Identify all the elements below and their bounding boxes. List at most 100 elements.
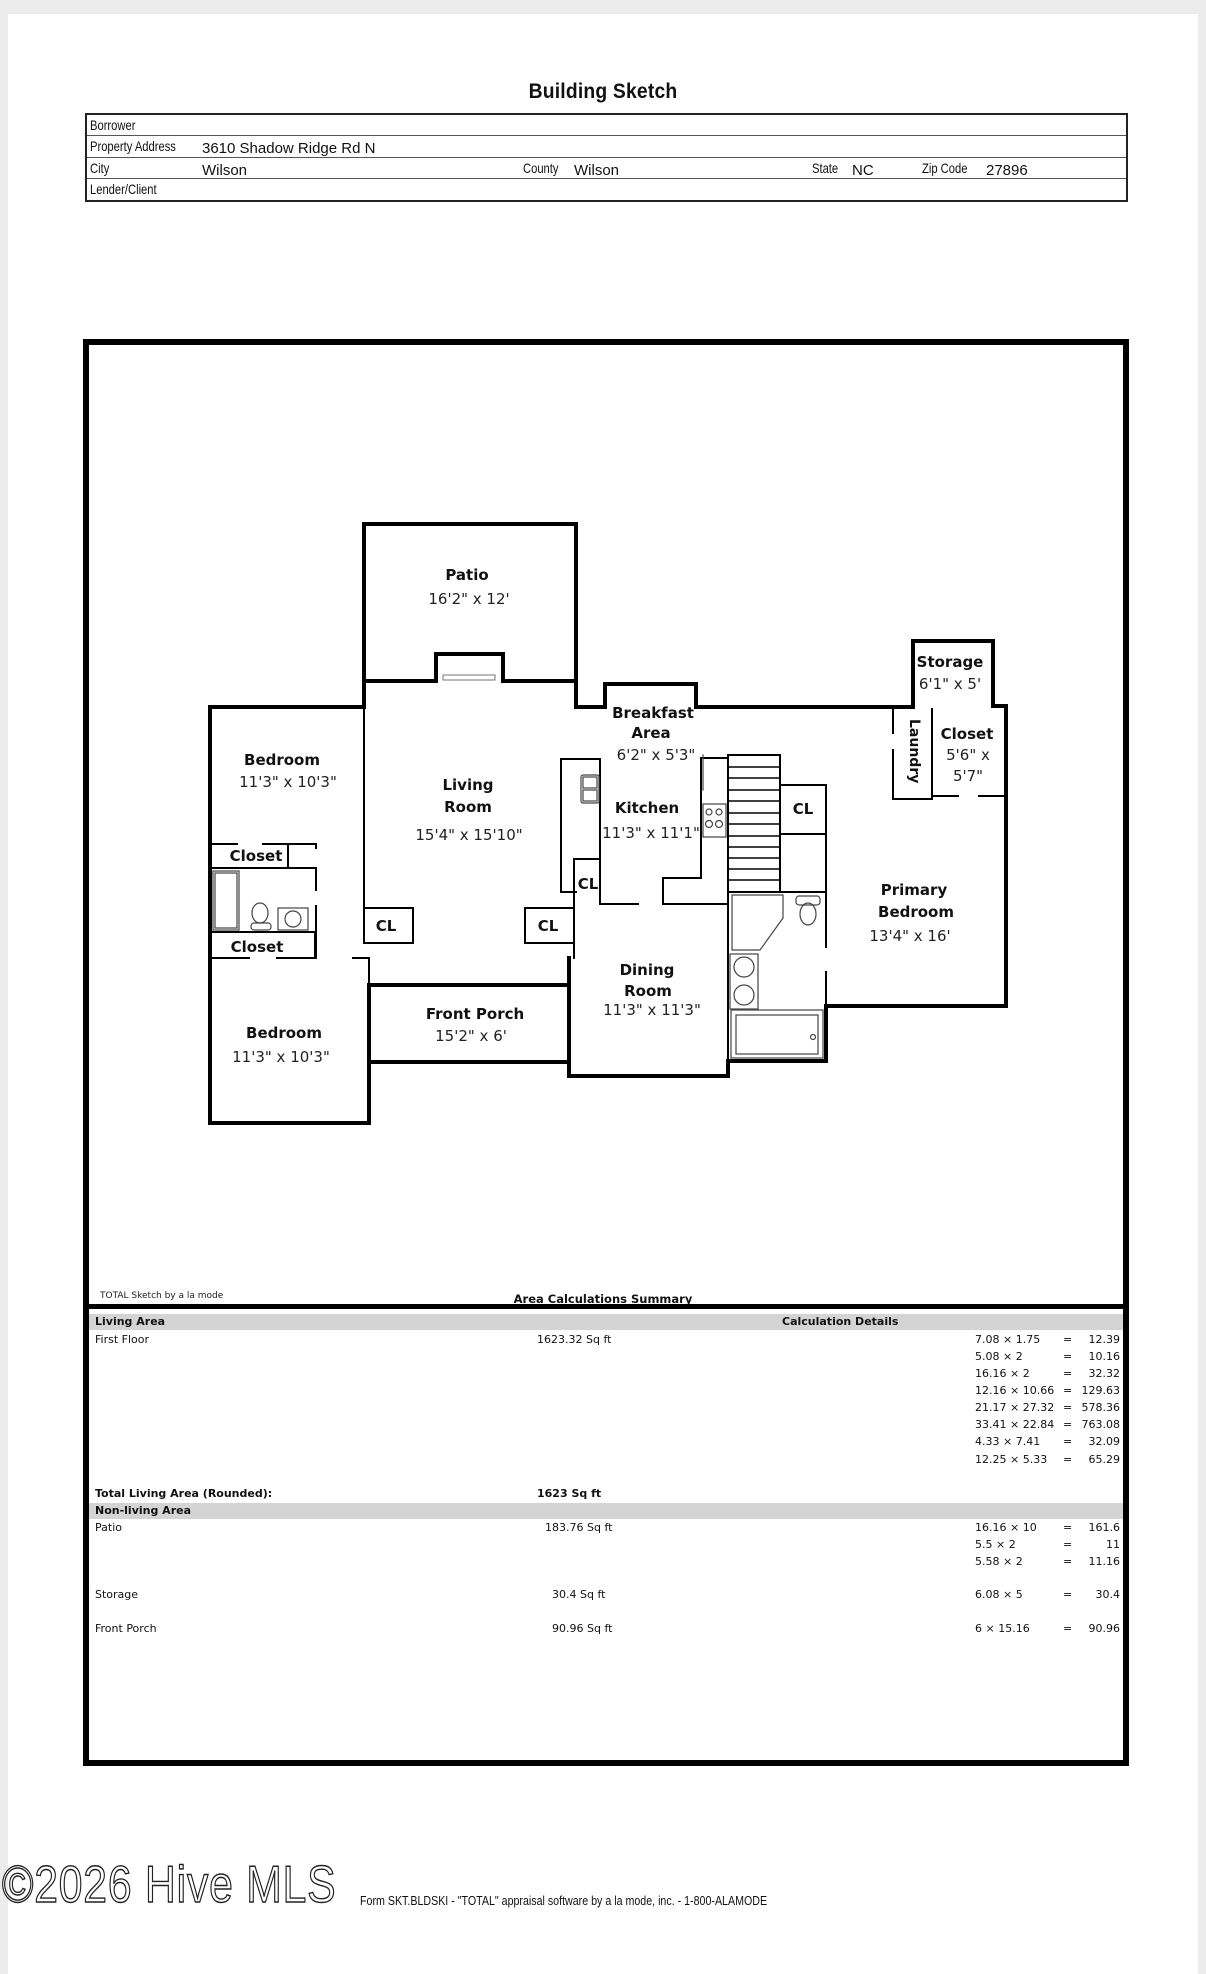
- storage-area: 30.4 Sq ft: [552, 1588, 606, 1601]
- non-living-band: [89, 1503, 1123, 1519]
- stair-treads: [727, 766, 781, 881]
- calc-expr: 4.33 × 7.41: [975, 1435, 1041, 1448]
- room-dining-name-2: Room: [624, 982, 672, 1000]
- calc-result: 30.4: [1095, 1588, 1121, 1601]
- calc-result: 90.96: [1088, 1622, 1121, 1635]
- calc-result: 129.63: [1081, 1384, 1121, 1397]
- room-cl-kitchen: CL: [577, 875, 599, 893]
- calc-eq: =: [1063, 1350, 1073, 1363]
- room-primary-name-2: Bedroom: [878, 903, 954, 921]
- room-breakfast-name-1: Breakfast: [612, 704, 694, 722]
- city-value: Wilson: [202, 161, 248, 179]
- calc-eq: =: [1063, 1367, 1073, 1380]
- page-title: Building Sketch: [528, 80, 678, 103]
- zip-label: Zip Code: [922, 159, 968, 176]
- room-living-name-2: Room: [444, 798, 492, 816]
- patio-outline: [362, 522, 578, 683]
- calc-eq: =: [1063, 1435, 1073, 1448]
- calc-details-header: Calculation Details: [782, 1315, 899, 1328]
- room-breakfast-dims: 6'2" x 5'3": [616, 746, 696, 764]
- calc-result: 10.16: [1088, 1350, 1121, 1363]
- calc-result: 32.32: [1088, 1367, 1121, 1380]
- room-cl-living-left: CL: [375, 917, 397, 935]
- patio-area: 183.76 Sq ft: [545, 1521, 613, 1534]
- room-front-porch-name: Front Porch: [425, 1005, 525, 1023]
- calc-result: 11: [1106, 1538, 1120, 1551]
- copyright-watermark: ©2026 Hive MLS: [1, 1855, 337, 1914]
- calc-expr: 5.08 × 2: [975, 1350, 1023, 1363]
- first-floor-area: 1623.32 Sq ft: [537, 1333, 612, 1346]
- room-bedroom-1-name: Bedroom: [244, 751, 320, 769]
- sketch-credit: TOTAL Sketch by a la mode: [100, 1291, 224, 1301]
- property-address-label: Property Address: [90, 138, 176, 155]
- calc-result: 578.36: [1081, 1401, 1121, 1414]
- city-label: City: [90, 159, 110, 176]
- borrower-row: Borrower: [87, 115, 1126, 137]
- summary-divider: [83, 1304, 1129, 1309]
- non-living-header: Non-living Area: [95, 1504, 191, 1517]
- room-closet-upper-name: Closet: [229, 847, 283, 865]
- first-floor-label: First Floor: [95, 1333, 150, 1346]
- room-patio-name: Patio: [445, 566, 489, 584]
- room-kitchen-name: Kitchen: [614, 799, 680, 817]
- city-row: City Wilson County Wilson State NC Zip C…: [87, 158, 1126, 179]
- room-living-dims: 15'4" x 15'10": [415, 826, 523, 844]
- zip-value: 27896: [986, 161, 1028, 179]
- patio-label: Patio: [95, 1521, 122, 1534]
- calc-result: 161.6: [1088, 1521, 1121, 1534]
- room-closet-lower-name: Closet: [230, 938, 284, 956]
- calc-eq: =: [1063, 1384, 1073, 1397]
- calc-eq: =: [1063, 1418, 1073, 1431]
- fixtures: [212, 754, 824, 1059]
- calc-expr: 16.16 × 10: [975, 1521, 1037, 1534]
- calc-eq: =: [1063, 1555, 1073, 1568]
- room-cl-living-right: CL: [537, 917, 559, 935]
- room-breakfast-name-2: Area: [631, 724, 671, 742]
- calc-eq: =: [1063, 1401, 1073, 1414]
- calc-eq: =: [1063, 1453, 1073, 1466]
- room-kitchen-dims: 11'3" x 11'1": [602, 824, 700, 842]
- property-info-table: Borrower Property Address 3610 Shadow Ri…: [85, 113, 1128, 202]
- calc-result: 11.16: [1088, 1555, 1121, 1568]
- room-living-name-1: Living: [442, 776, 494, 794]
- front-porch-area: 90.96 Sq ft: [552, 1622, 613, 1635]
- county-value: Wilson: [574, 161, 620, 179]
- calc-expr: 12.25 × 5.33: [975, 1453, 1048, 1466]
- room-closet-primary-dims-1: 5'6" x: [946, 746, 990, 764]
- lender-label: Lender/Client: [90, 180, 157, 197]
- borrower-label: Borrower: [90, 117, 136, 133]
- form-footer: Form SKT.BLDSKI - "TOTAL" appraisal soft…: [360, 1893, 768, 1908]
- storage-outline: [911, 639, 995, 708]
- living-area-band: [89, 1314, 1123, 1330]
- room-bedroom-1-dims: 11'3" x 10'3": [239, 773, 337, 791]
- total-living-label: Total Living Area (Rounded):: [95, 1487, 273, 1500]
- calc-eq: =: [1063, 1622, 1073, 1635]
- calc-expr: 7.08 × 1.75: [975, 1333, 1041, 1346]
- calc-expr: 6 × 15.16: [975, 1622, 1030, 1635]
- calc-result: 32.09: [1088, 1435, 1121, 1448]
- property-address-value: 3610 Shadow Ridge Rd N: [202, 140, 376, 158]
- property-address-row: Property Address 3610 Shadow Ridge Rd N: [87, 136, 1126, 158]
- storage-label: Storage: [95, 1588, 139, 1601]
- room-primary-dims: 13'4" x 16': [869, 927, 951, 945]
- room-storage-dims: 6'1" x 5': [918, 675, 982, 693]
- room-front-porch-dims: 15'2" x 6': [435, 1027, 507, 1045]
- calc-result: 12.39: [1088, 1333, 1121, 1346]
- room-dining-name-1: Dining: [619, 961, 675, 979]
- county-label: County: [523, 159, 559, 176]
- room-cl-stair: CL: [792, 800, 814, 818]
- state-label: State: [812, 159, 839, 176]
- state-value: NC: [852, 161, 874, 179]
- total-living-value: 1623 Sq ft: [537, 1487, 602, 1500]
- calc-expr: 33.41 × 22.84: [975, 1418, 1055, 1431]
- room-primary-name-1: Primary: [880, 881, 948, 899]
- room-laundry-name: Laundry: [906, 719, 922, 784]
- lender-row: Lender/Client: [87, 179, 1126, 200]
- front-porch-label: Front Porch: [95, 1622, 157, 1635]
- interior-walls: [209, 706, 1007, 1077]
- summary-title: Area Calculations Summary: [513, 1292, 693, 1306]
- calc-eq: =: [1063, 1538, 1073, 1551]
- living-area-header: Living Area: [95, 1315, 166, 1328]
- calc-result: 763.08: [1081, 1418, 1121, 1431]
